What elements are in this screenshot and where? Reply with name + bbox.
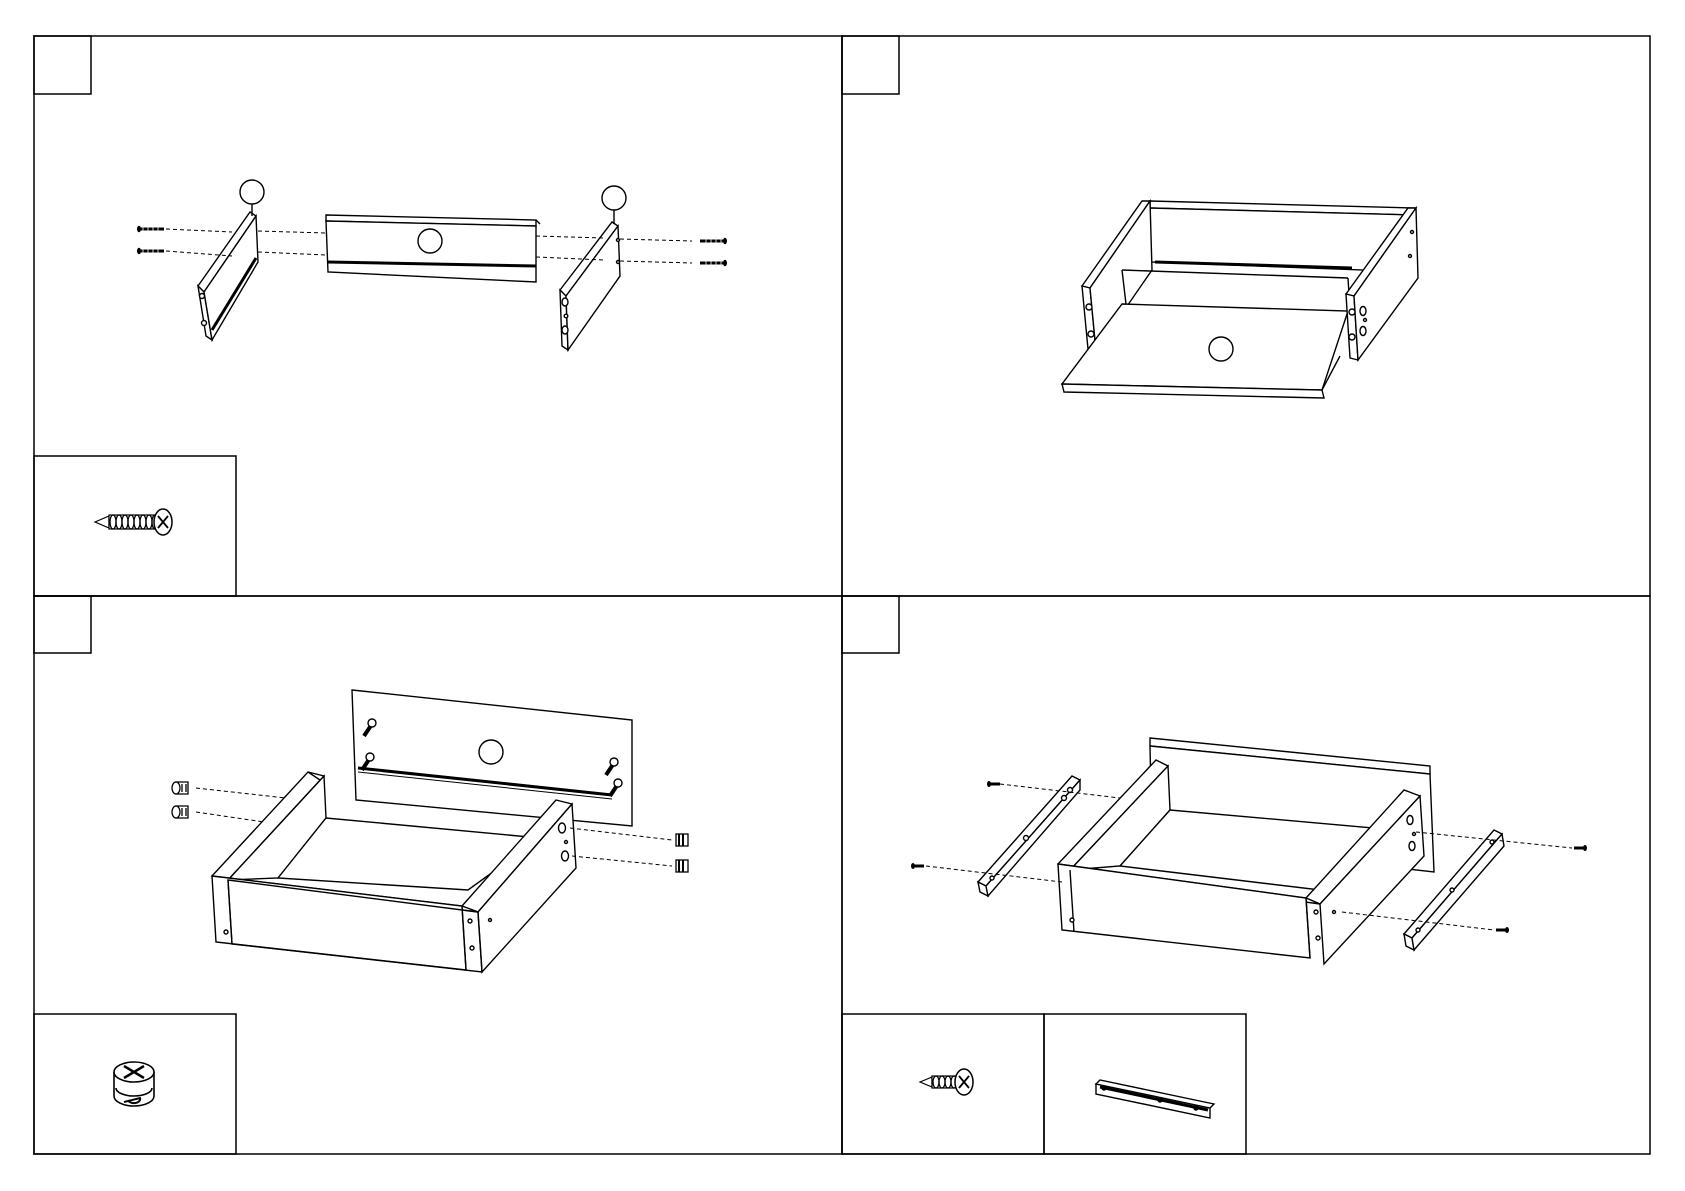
- step-3-diagram: [212, 690, 632, 972]
- left-side-panel: [198, 212, 258, 340]
- step-2-number-box: [842, 36, 899, 94]
- screw-4c: [1574, 845, 1587, 851]
- wood-screw-icon: [95, 509, 172, 535]
- screw-4a: [987, 781, 1000, 787]
- screw-4b: [911, 863, 924, 869]
- cam-lock-small-1: [172, 782, 188, 794]
- step-3-number-box: [34, 596, 91, 653]
- cam-lock-small-4: [676, 860, 688, 872]
- step-4-diagram: [978, 738, 1504, 964]
- part-label-circle-right: [602, 186, 626, 210]
- step-1-number-box: [34, 36, 91, 94]
- part-label-circle-bottom: [1209, 337, 1233, 361]
- screw-1b: [137, 248, 164, 254]
- step-2-diagram: [1062, 201, 1418, 398]
- cam-lock-small-3: [676, 834, 688, 846]
- screw-1a: [137, 226, 164, 232]
- cam-lock-small-2: [172, 806, 188, 818]
- part-label-circle-back: [479, 740, 503, 764]
- part-label-circle-left: [240, 180, 264, 204]
- cam-lock-icon: [114, 1062, 154, 1106]
- part-label-circle-front: [418, 229, 442, 253]
- right-side-panel: [560, 222, 620, 350]
- drawer-slide-icon: [1096, 1080, 1214, 1118]
- step-4-hardware-box-slide: [1044, 1014, 1246, 1154]
- back-panel-with-pins: [352, 690, 632, 826]
- screw-1c: [700, 238, 727, 244]
- step-1-diagram: [198, 180, 626, 350]
- screw-1d: [700, 260, 727, 266]
- short-screw-icon: [920, 1069, 973, 1095]
- step-4-number-box: [842, 596, 899, 653]
- screw-4d: [1496, 927, 1509, 933]
- step-1-frame: [34, 36, 842, 596]
